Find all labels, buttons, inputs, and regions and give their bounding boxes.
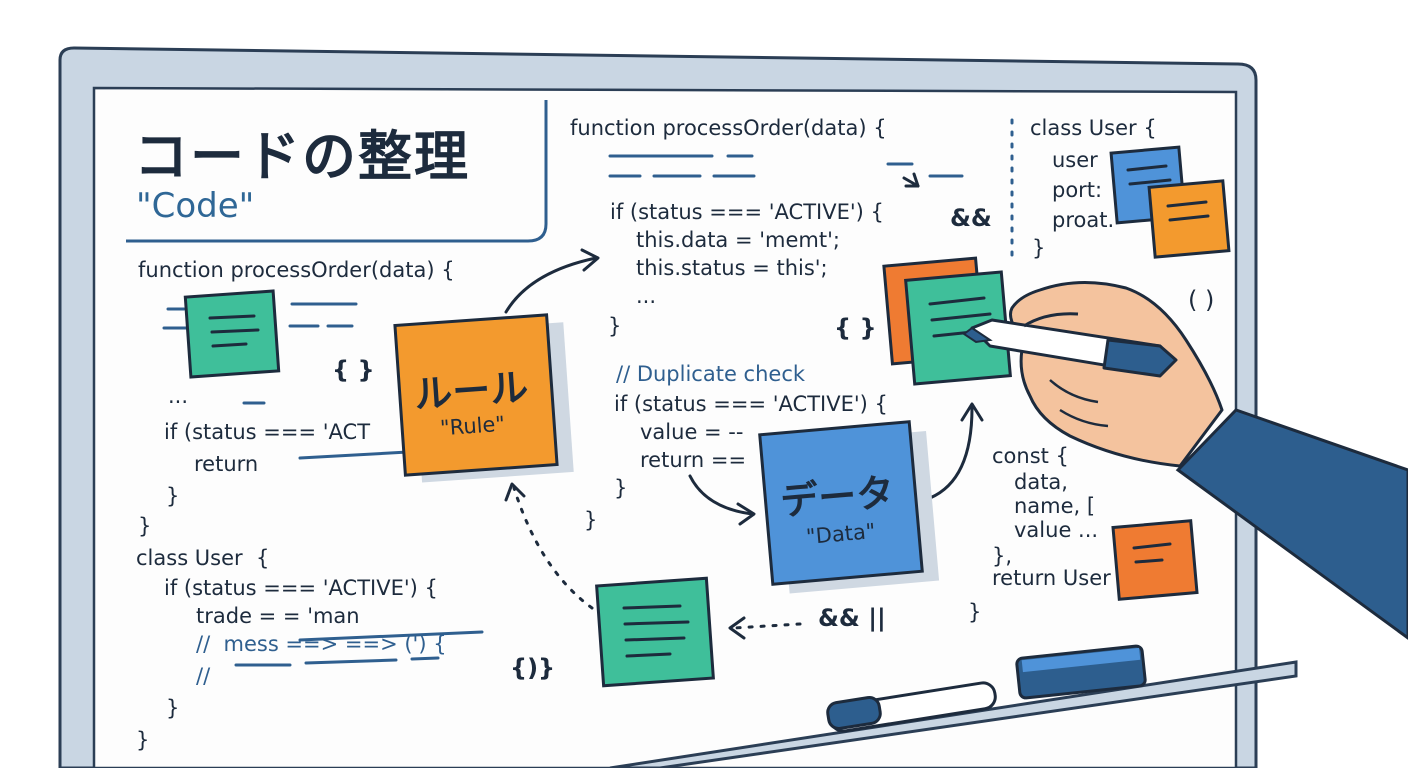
code-line: } [608,314,622,338]
code-line: trade = = 'man [196,604,360,628]
scribble-lines [162,154,964,667]
code-line: if (status === 'ACT [164,420,371,444]
code-line: port: [1052,178,1103,202]
code-line: } [136,728,150,752]
code-line: value = -- [640,420,744,444]
code-line: }, [992,544,1013,568]
arrow-icon [504,172,984,640]
code-line: const { [992,444,1069,468]
sticky-note-stack-orange [882,256,1012,386]
code-line: } [166,484,180,508]
code-comment: // mess ==> ==> (') { [196,632,447,656]
hand-icon [1009,281,1408,640]
code-line: name, [ [1014,494,1096,518]
code-line: } [614,476,628,500]
code-line: ... [636,284,657,308]
braces-symbol: { } [834,314,877,342]
marker-icon [826,681,997,733]
sticky-note-data [758,420,940,594]
braces-symbol: {)} [510,654,556,682]
code-line: function processOrder(data) { [570,116,887,140]
code-line: class User { [136,546,270,570]
sticky-note-orange-small [1111,519,1199,601]
code-line: } [584,508,598,532]
code-line: this.data = 'memt'; [636,228,840,252]
rule-note-sublabel: "Rule" [439,411,506,441]
code-line: function processOrder(data) { [138,258,455,282]
code-line: ... [168,384,189,408]
code-line: return == [640,448,747,472]
page-subtitle: "Code" [136,186,255,226]
code-line: proat. [1052,208,1115,232]
title-bracket [126,100,548,243]
code-line: } [968,600,982,624]
eraser-icon [1015,644,1147,700]
code-line: user [1052,148,1098,172]
page-title: コードの整理 [134,125,470,188]
sticky-note-class-user [1109,145,1231,259]
sticky-note-green-small [183,289,281,379]
code-line: class User { [1030,116,1157,140]
code-line: } [166,696,180,720]
and-symbol: && [950,204,992,232]
code-line: if (status === 'ACTIVE') { [614,392,888,416]
and-or-symbol: && || [818,604,886,632]
code-line: data, [1014,470,1068,494]
code-line: this.status = this'; [636,256,828,280]
code-line: } [138,514,152,538]
pen-icon [962,312,1178,378]
sticky-note-green-bottom [595,576,715,688]
code-line: return [194,452,259,476]
code-line: } [1032,236,1046,260]
code-line: return User [992,566,1111,590]
code-comment: // [196,664,211,688]
rule-note-label: ルール [412,365,530,417]
data-note-label: データ [778,470,897,524]
code-line: if (status === 'ACTIVE') { [610,200,884,224]
code-line: if (status === 'ACTIVE') { [164,576,438,600]
code-line: value ... [1014,518,1099,542]
whiteboard-surface [92,86,1238,768]
sticky-note-rule [393,313,574,483]
braces-symbol: { } [332,356,375,384]
parens-symbol: ( ) [1188,286,1215,314]
code-comment: // Duplicate check [616,362,806,386]
